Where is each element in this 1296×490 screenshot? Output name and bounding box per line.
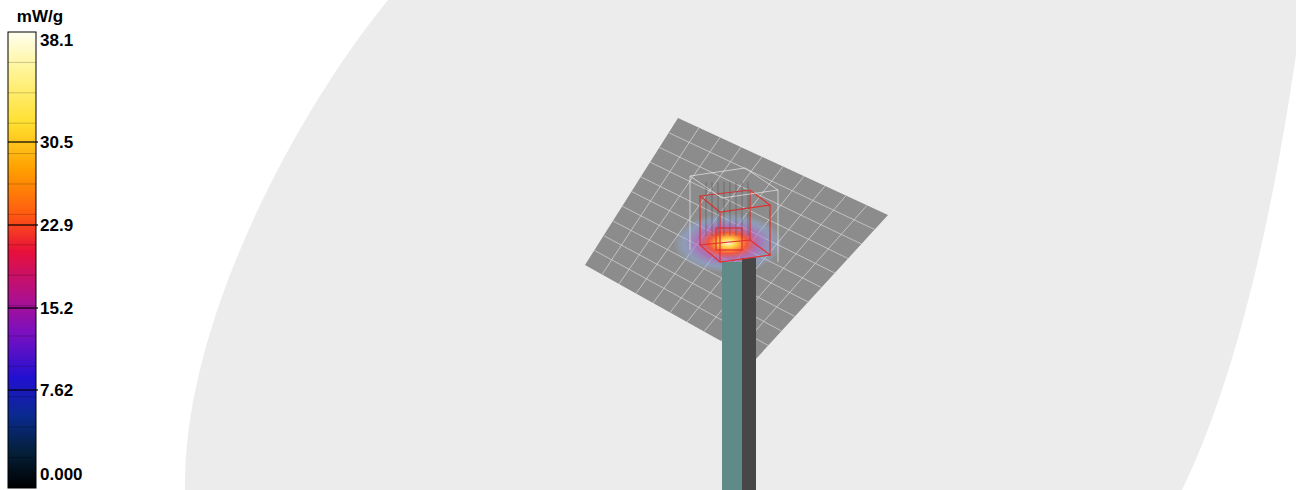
- scale-value: 7.62: [40, 382, 73, 399]
- color-bar: [8, 32, 36, 488]
- scale-value: 0.000: [40, 466, 83, 483]
- area-scan-box: [690, 168, 778, 262]
- probe-side: [742, 258, 756, 490]
- color-bar-ticks: [8, 142, 38, 390]
- scale-value: 30.5: [40, 134, 73, 151]
- zoom-cube: [700, 190, 770, 262]
- scale-value: 15.2: [40, 300, 73, 317]
- scale-value: 38.1: [40, 32, 73, 49]
- zoom-scan-lines: [706, 182, 748, 236]
- color-bar-steps: [8, 62, 36, 457]
- probe-front: [722, 262, 742, 490]
- scale-value: 22.9: [40, 217, 73, 234]
- phantom-ellipse: [185, 0, 1296, 490]
- unit-label: mW/g: [17, 8, 63, 25]
